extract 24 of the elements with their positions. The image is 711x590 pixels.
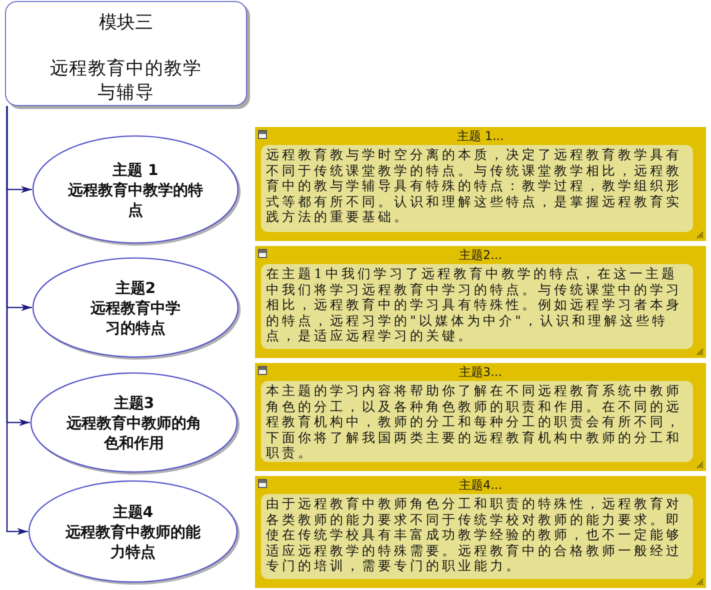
topic-title: 远程教育中教师的角色和作用 [66,412,202,452]
topic-number: 主题 1 [112,160,158,180]
topic-number: 主题2 [115,278,156,298]
topic-title: 远程教育中教学的特点 [67,180,204,220]
note-panel [255,246,706,358]
connector-arrow [6,106,28,535]
title-box [5,1,247,106]
module-title: 模块三 [99,11,153,35]
note-panel [255,127,706,241]
note-header: 主题2... [458,248,502,262]
note-text: 本主题的学习内容将帮助你了解在不同远程教育系统中教师角色的分工，以及各种角色教师的职责和作用。在不同的远程教育机构中，教师的分工和每种分工的职责会有所不同，下面你将了解我国两类主要的远程教育机构中教师的分工和职责。 [261,381,693,462]
note-panel [255,476,706,588]
note-header: 主题3... [458,365,502,379]
note-text: 远程教育教与学时空分离的本质，决定了远程教育教学具有不同于传统课堂教学的特点。与传统课堂教学相比，远程教育中的教与学辅导具有特殊的特点：教学过程，教学组织形式等都有所不同。认识和理解这些特点，是掌握远程教育实践方法的重要基础。 [261,145,693,232]
module-subtitle: 远程教育中的教学与辅导 [49,57,203,105]
topic-number: 主题3 [114,392,154,412]
note-header: 主题4... [458,478,502,492]
topic-number: 主题4 [112,502,154,522]
topic-title: 远程教育中教师的能力特点 [64,522,202,562]
note-text: 在主题1中我们学习了远程教育中教学的特点，在这一主题中我们将学习远程教育中学习的特点。与传统课堂中的学习相比，远程教育中的学习具有特殊性。例如远程学习者本身的特点，远程习学的"以媒体为中介"，认识和理解这些特点，是适应远程学习的关键。 [261,264,693,349]
note-header: 主题 1... [457,129,504,143]
note-text: 由于远程教育中教师角色分工和职责的特殊性，远程教育对各类教师的能力要求不同于传统学校对教师的能力要求。即使在传统学校具有丰富成功教学经验的教师，也不一定能够适应远程教学的特殊需要。远程教育中的合格教师一般经过专门的培训，需要专门的职业能力。 [261,494,693,579]
note-panel [255,363,706,471]
topic-title: 远程教育中学习的特点 [90,298,182,338]
